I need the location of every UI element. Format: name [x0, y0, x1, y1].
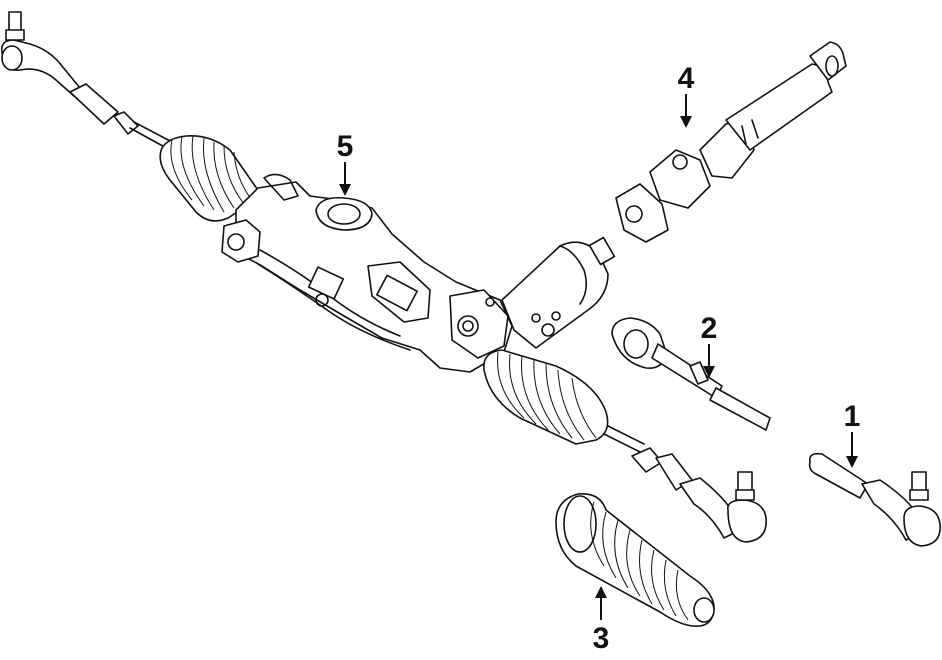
callout-4: 4 [678, 62, 695, 128]
callout-2: 2 [701, 312, 718, 378]
callout-5: 5 [337, 130, 354, 196]
callout-label-4: 4 [678, 62, 695, 95]
intermediate-shaft [615, 41, 847, 243]
callout-3: 3 [593, 586, 610, 655]
callout-label-3: 3 [593, 622, 610, 655]
rack-housing [221, 173, 513, 373]
assist-motor [449, 236, 616, 359]
left-tie-rod-end [0, 11, 173, 151]
callout-1: 1 [844, 400, 861, 468]
inner-tie-rod [611, 317, 771, 431]
right-tie-rod-assembly [603, 425, 767, 543]
callout-label-2: 2 [701, 312, 718, 345]
bellows-boot-part [555, 493, 715, 628]
callout-label-1: 1 [844, 400, 861, 433]
right-bellows-boot [483, 349, 609, 445]
callout-label-5: 5 [337, 130, 354, 163]
outer-tie-rod-end [808, 452, 941, 547]
